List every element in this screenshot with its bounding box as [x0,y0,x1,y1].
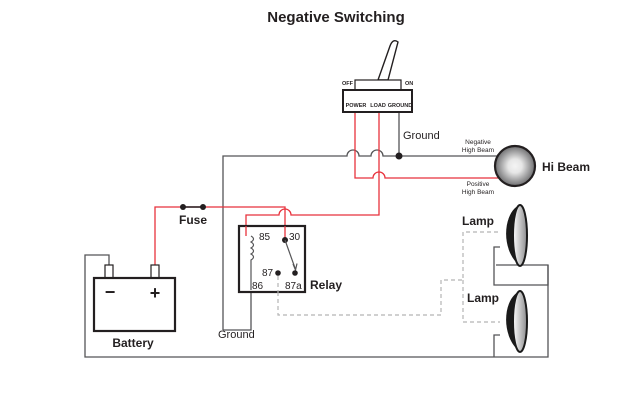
battery-negative-sign: − [105,282,116,302]
negative-high-beam-wire [222,149,498,330]
switch-terminal-load: LOAD [370,103,386,109]
relay-label: Relay [310,278,342,292]
lamp-top-ground [493,246,549,286]
toggle-lever[interactable] [377,39,399,81]
fuse [180,204,206,210]
positive-high-beam-wire [354,110,500,179]
switch-terminal-ground: GROUND [388,103,412,109]
relay-contact-arm [284,239,296,269]
battery-positive-terminal [150,264,160,279]
positive-high-beam-label-1: Positive [467,181,490,188]
battery-positive-wire [154,206,286,265]
lamp-top [506,204,528,267]
switch-terminal-power: POWER [346,103,367,109]
fuse-label: Fuse [179,213,207,227]
ground-wires [84,110,549,358]
negative-high-beam-label-2: High Beam [462,147,494,154]
negative-high-beam-label-1: Negative [465,139,491,146]
toggle-switch[interactable] [342,39,413,113]
relay-87-to-lamp-bottom-wire [462,280,500,323]
switch-off-label: OFF [342,81,354,87]
ground-junction-dot [395,152,403,160]
lamp-bottom [506,290,528,353]
hi-beam-label: Hi Beam [542,160,590,174]
battery-negative-terminal [104,264,114,279]
switch-body [342,89,413,113]
battery-positive-sign: + [150,283,161,303]
relay-ground-wire [223,286,252,331]
relay-pin-87a-dot [292,270,298,276]
relay-pin-87a: 87a [285,281,302,292]
lamp-bottom-label: Lamp [467,291,499,305]
positive-high-beam-label-2: High Beam [462,189,494,196]
relay-coil-icon [249,235,255,290]
load-to-relay-wire [245,110,380,230]
relay-arrow-icon [292,263,298,272]
relay-box [237,224,307,294]
relay-ground-label: Ground [218,329,255,341]
lamp-bottom-ground [493,334,500,357]
relay-pin-30: 30 [289,232,301,243]
hi-beam-lamp [493,144,537,188]
relay-87-to-lamp-top-wire [277,231,500,316]
relay-pin-86: 86 [252,281,264,292]
relay-pin-87-dot [275,270,281,276]
switch-on-label: ON [405,81,413,87]
battery-body [92,276,177,333]
toggle-collar [354,79,402,91]
switch-ground-label: Ground [403,130,440,142]
diagram-title: Negative Switching [267,9,405,26]
battery-label: Battery [112,336,154,350]
lamp-top-label: Lamp [462,214,494,228]
relay-pin-87: 87 [262,268,274,279]
relay-pin-85: 85 [259,232,271,243]
positive-wires [154,110,500,265]
